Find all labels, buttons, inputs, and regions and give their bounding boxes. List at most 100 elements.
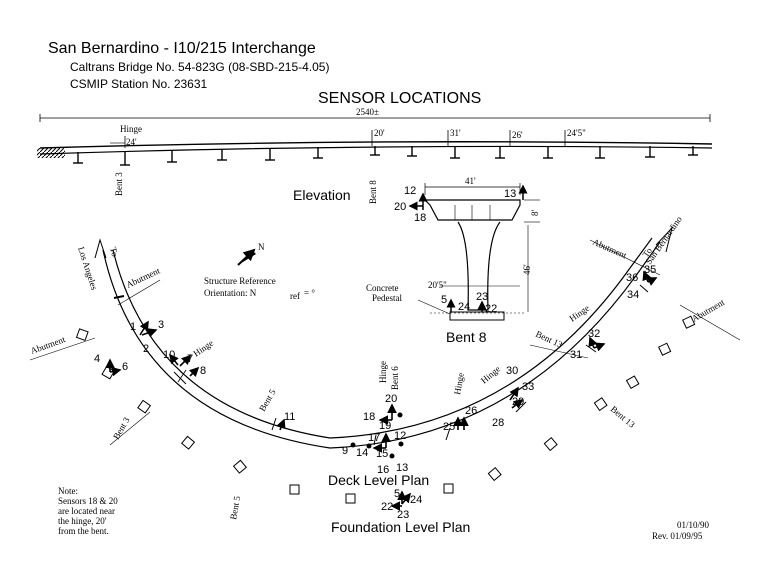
bent8-column (457, 221, 501, 311)
foundation-sensor-22: 22 (381, 501, 393, 513)
abutment-label-left: Abutment (29, 334, 67, 356)
sensor-33: 33 (522, 381, 534, 393)
span-26-label: 26' (512, 130, 523, 140)
bent8-sensor-22: 22 (485, 303, 497, 315)
deck-profile (39, 141, 713, 149)
sensor-3: 3 (158, 319, 164, 331)
deck-outer-edge (102, 249, 641, 449)
note-block: Note: Sensors 18 & 20 are located near t… (58, 486, 118, 536)
bent13-label-foundation: Bent 13 (609, 404, 637, 430)
revision-date: Rev. 01/09/95 (652, 531, 703, 541)
abutment-label-sb: Abutment (591, 237, 628, 261)
sensor-18-plan: 18 (363, 411, 375, 423)
foundation-sensor-23: 23 (397, 509, 409, 521)
sensor-34: 34 (627, 289, 639, 301)
station-number: CSMIP Station No. 23631 (70, 77, 208, 91)
bent8-sensor-12: 12 (404, 185, 416, 197)
elevation-view: 2540± Hinge 24' 20' 31' (37, 107, 713, 204)
elevation-title: Elevation (293, 187, 351, 203)
note-line-1: Note: (58, 486, 78, 496)
abutment-label-la: Abutment (125, 265, 162, 289)
sensor-14: 14 (356, 447, 368, 459)
sensor-26: 26 (465, 405, 477, 417)
north-label: N (258, 242, 265, 252)
north-arrow: N (237, 242, 265, 266)
deck-level-plan-title: Deck Level Plan (328, 472, 429, 488)
deck-inner-edge (112, 249, 631, 439)
hinge-label-2: Hinge (378, 361, 388, 383)
sensor-8: 8 (200, 365, 206, 377)
bridge-number: Caltrans Bridge No. 54-823G (08-SBD-215-… (70, 60, 330, 74)
sensor-1: 1 (130, 321, 136, 333)
bent5-label-deck: Bent 5 (257, 387, 278, 413)
sensor-16: 16 (377, 464, 389, 476)
bent8-sensor-20: 20 (394, 201, 406, 213)
sensor-32: 32 (588, 328, 600, 340)
to-la-label-1: To (108, 246, 120, 258)
orientation-subscript: ref (290, 291, 300, 301)
bent8-base-label: 20'5" (428, 280, 447, 290)
box-girder (423, 199, 521, 221)
drawing-date: 01/10/90 (677, 520, 710, 530)
sensor-9: 9 (342, 445, 348, 457)
abutment-left (37, 148, 65, 158)
bent8-sensor-5: 5 (441, 294, 447, 306)
total-length-label: 2540± (356, 107, 379, 117)
sensor-4: 4 (94, 353, 100, 365)
elevation-bent3-label: Bent 3 (114, 172, 124, 196)
deck-plan: To Los Angeles To San Bernardino Abutmen… (29, 214, 741, 520)
sensor-13-plan: 13 (396, 462, 408, 474)
bent8-height-label: 46' (522, 264, 532, 275)
hinge-label-4: Hinge (479, 364, 502, 386)
sensor-31: 31 (570, 349, 582, 361)
pedestal-label-2: Pedestal (372, 293, 402, 303)
pedestal-label-1: Concrete (366, 283, 398, 293)
sensor-15: 15 (376, 448, 388, 460)
sensor-17: 17 (368, 432, 380, 444)
sensor-11: 11 (284, 411, 295, 423)
bent8-sensor-18: 18 (414, 212, 426, 224)
bent8-sensor-13: 13 (504, 188, 516, 200)
elevation-hinge-label: Hinge (120, 124, 142, 134)
sensor-19: 19 (379, 420, 391, 432)
concrete-pedestal (449, 311, 505, 321)
hinge-label-1: Hinge (191, 338, 215, 359)
sensor-30: 30 (506, 365, 518, 377)
sensor-25: 25 (443, 421, 455, 433)
sensor-35: 35 (644, 264, 656, 276)
sensor-36: 36 (626, 272, 638, 284)
sensor-20-plan: 20 (385, 393, 397, 405)
bent8-width-label: 41' (465, 176, 476, 186)
sensor-28: 28 (492, 417, 504, 429)
bent8-depth-label: 8' (530, 210, 540, 217)
bent6-label: Bent 6 (390, 366, 400, 390)
to-sb-label-2: San Bernardino (643, 214, 684, 266)
hinge-label-3: Hinge (452, 372, 466, 395)
bent8-sensor-23: 23 (476, 291, 488, 303)
note-line-3: are located near (58, 506, 115, 516)
bent3-label-plan: Bent 3 (111, 415, 132, 441)
note-line-5: from the bent. (58, 526, 109, 536)
sensor-7: 7 (187, 353, 193, 365)
bent8-title: Bent 8 (446, 329, 487, 345)
sensor-10: 10 (163, 349, 175, 361)
foundation-level-plan-title: Foundation Level Plan (331, 519, 470, 535)
foundation-sensor-5: 5 (394, 488, 400, 500)
orientation-line-1: Structure Reference (204, 276, 276, 286)
sensor-6: 6 (122, 361, 128, 373)
span-20-label: 20' (374, 128, 385, 138)
span-31-label: 31' (450, 128, 461, 138)
span-24-5-label: 24'5" (567, 128, 586, 138)
orientation-line-2: Orientation: N (204, 288, 257, 298)
bent8-section: 41' 8' 46' 20'5" Concrete Pedestal 12 13… (366, 176, 540, 345)
foundation-sensor-24: 24 (410, 494, 422, 506)
foundation-sensors: 5 24 22 23 Foundation Level Plan (331, 488, 470, 535)
orientation-value: = ° (304, 288, 315, 298)
span-24-label: 24' (126, 137, 137, 147)
sensor-2: 2 (143, 343, 149, 355)
drawing-title: San Bernardino - I10/215 Interchange (48, 40, 316, 57)
elevation-columns (73, 146, 698, 166)
bent8-sensor-24: 24 (458, 301, 470, 313)
abutment-label-right: Abutment (690, 297, 727, 324)
